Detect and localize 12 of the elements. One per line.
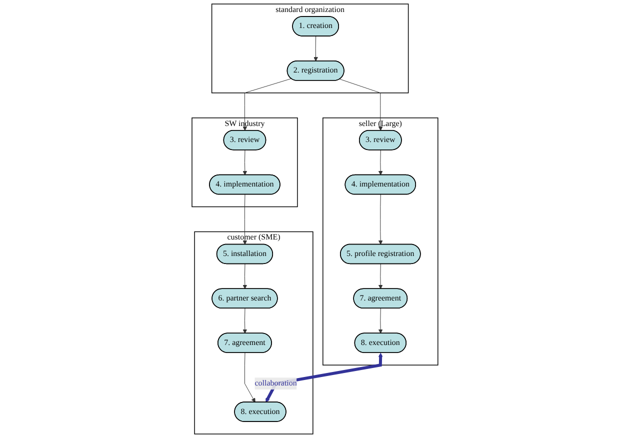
arrow <box>378 308 382 334</box>
arrow <box>378 150 382 176</box>
arrow <box>378 194 382 245</box>
arrow <box>378 264 382 290</box>
arrow <box>339 78 382 131</box>
arrow <box>242 264 247 290</box>
arrow <box>244 352 255 402</box>
arrow <box>242 194 247 245</box>
arrow <box>242 150 247 176</box>
arrow <box>242 78 292 131</box>
arrow <box>313 36 318 62</box>
arrow <box>242 308 247 334</box>
